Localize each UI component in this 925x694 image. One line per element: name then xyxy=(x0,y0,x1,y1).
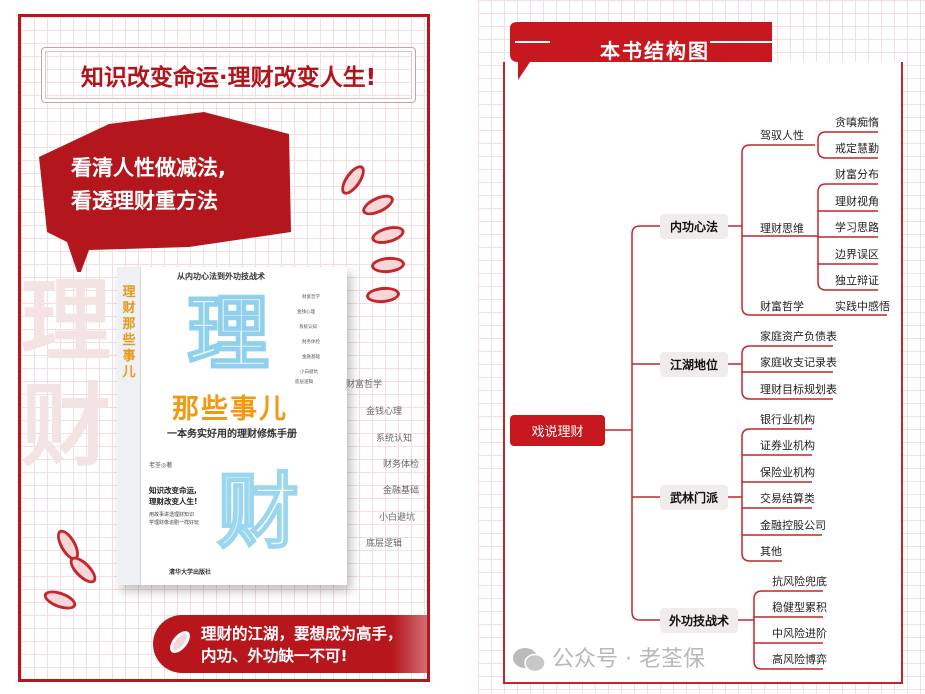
bottom-callout: 理财的江湖，要想成为高手， 内功、外功缺一不可! xyxy=(153,615,427,673)
book-cover: 理财那些事儿 从内功心法到外功技战术 理 那些事儿 一本务实好用的理财修炼手册 … xyxy=(117,267,347,585)
topic-label: 金钱心理 xyxy=(366,407,403,417)
mindmap-node: 理财思维 xyxy=(760,222,804,235)
bubble-text: 看清人性做减法, 看透理财重方法 xyxy=(71,152,226,218)
mindmap-node: 驾驭人性 xyxy=(760,129,804,142)
cover-toc-item: 金钱心理 xyxy=(297,310,315,315)
bubble-line: 看清人性做减法, xyxy=(71,156,226,180)
watermark-text: 公众号 · 老荃保 xyxy=(552,647,705,672)
mindmap-branch-node: 江湖地位 xyxy=(660,352,728,377)
mindmap-root-node: 戏说理财 xyxy=(510,415,605,446)
mindmap-leaf: 独立辩证 xyxy=(835,274,879,287)
mindmap-leaf: 证券业机构 xyxy=(760,439,815,452)
cover-tagline: 一本务实好用的理财修炼手册 xyxy=(167,429,297,440)
mindmap-leaf: 实践中感悟 xyxy=(835,300,890,313)
cover-slogan: 知识改变命运, 理财改变人生! xyxy=(149,485,197,507)
mindmap-leaf: 家庭收支记录表 xyxy=(760,356,837,369)
mindmap-leaf: 银行业机构 xyxy=(760,413,815,426)
cover-slogan-line: 知识改变命运, xyxy=(149,486,197,495)
mindmap-leaf: 戒定慧勤 xyxy=(835,142,879,155)
topic-label: 财富哲学 xyxy=(346,380,383,390)
mindmap-leaf: 学习思路 xyxy=(835,221,879,234)
mindmap-leaf: 金融控股公司 xyxy=(760,519,826,532)
cover-slogan-line: 理财改变人生! xyxy=(149,497,198,506)
mindmap-leaf: 理财视角 xyxy=(835,195,879,208)
mindmap-leaf: 财富分布 xyxy=(835,168,879,181)
topic-label: 系统认知 xyxy=(376,434,413,444)
mindmap-title: 本书结构图 xyxy=(600,39,710,63)
bubble-line: 看透理财重方法 xyxy=(71,189,218,213)
mindmap-branch-node: 内功心法 xyxy=(660,214,728,239)
background-char: 理 xyxy=(21,269,111,374)
cover-big-char: 理 xyxy=(186,287,270,382)
topic-label: 金融基础 xyxy=(383,486,420,496)
mindmap-branch-node: 武林门派 xyxy=(660,485,728,510)
mindmap-leaf: 稳健型累积 xyxy=(772,601,827,614)
cover-big-char: 财 xyxy=(216,465,300,560)
watermark: 公众号 · 老荃保 xyxy=(512,646,705,674)
mindmap-leaf: 中风险进阶 xyxy=(772,627,827,640)
speech-bubble xyxy=(39,112,291,272)
cover-author: 老荃◎著 xyxy=(149,462,173,469)
poster-panel: 理 财 知识改变命运·理财改变人生! 看清人性做减法, 看透理财重方法 理财那些… xyxy=(18,14,430,682)
callout-text: 理财的江湖，要想成为高手， 内功、外功缺一不可! xyxy=(201,623,403,667)
topic-label: 底层逻辑 xyxy=(366,539,403,549)
mindmap-leaf: 抗风险兜底 xyxy=(772,575,827,588)
cover-title: 那些事儿 xyxy=(172,394,288,425)
mindmap-leaf: 保险业机构 xyxy=(760,466,815,479)
cover-small-text: 用故事讲透理财知识 学理财像追剧一样好玩 xyxy=(149,511,199,527)
cover-small-line: 学理财像追剧一样好玩 xyxy=(149,520,200,526)
callout-line: 理财的江湖，要想成为高手， xyxy=(201,625,403,643)
topic-label: 财务体检 xyxy=(383,460,420,470)
cover-toc-item: 金融基础 xyxy=(302,355,320,360)
book-spine: 理财那些事儿 xyxy=(117,267,141,585)
mindmap-leaf: 贪嗔痴惰 xyxy=(835,116,879,129)
spine-title: 理财那些事儿 xyxy=(122,285,136,380)
mindmap-leaf: 家庭资产负债表 xyxy=(760,330,837,343)
slogan-banner: 知识改变命运·理财改变人生! xyxy=(41,47,416,103)
cover-toc-item: 小白避坑 xyxy=(300,370,318,375)
cover-small-line: 用故事讲透理财知识 xyxy=(149,512,195,518)
callout-line: 内功、外功缺一不可! xyxy=(201,647,348,665)
mindmap-node: 财富哲学 xyxy=(760,300,804,313)
topic-label: 小白避坑 xyxy=(379,513,416,523)
cover-toc-item: 系统认知 xyxy=(299,325,317,330)
cover-subtitle: 从内功心法到外功技战术 xyxy=(177,272,265,281)
cover-toc-item: 财富哲学 xyxy=(302,295,320,300)
background-char: 财 xyxy=(21,374,111,479)
publisher: 清华大学出版社 xyxy=(169,569,212,576)
wechat-icon xyxy=(513,648,546,673)
mindmap-leaf: 理财目标规划表 xyxy=(760,383,837,396)
cover-toc-item: 底层逻辑 xyxy=(295,380,313,385)
cover-toc-item: 财务体检 xyxy=(302,340,320,345)
header-ribbon xyxy=(510,22,772,80)
mindmap-leaf: 边界误区 xyxy=(835,248,879,261)
mindmap-leaf: 高风险博弈 xyxy=(772,653,827,666)
mindmap-leaf: 交易结算类 xyxy=(760,492,815,505)
mindmap-branch-node: 外功技战术 xyxy=(660,608,738,633)
mindmap-leaf: 其他 xyxy=(760,545,782,558)
